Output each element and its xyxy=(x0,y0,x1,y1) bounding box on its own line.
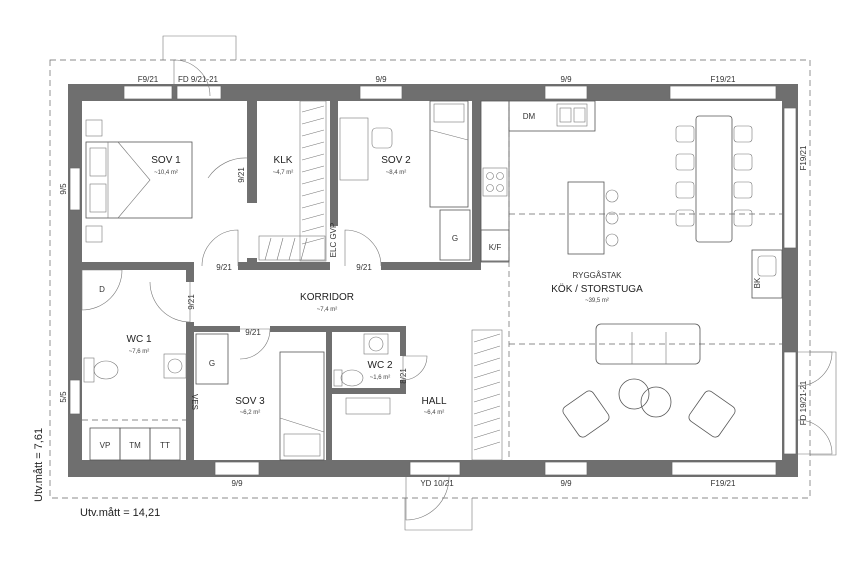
room-name-hall: HALL xyxy=(421,396,446,407)
room-name-wc1: WC 1 xyxy=(127,334,152,345)
roof-ridge-lines xyxy=(508,101,782,460)
window-label-f921: F9/21 xyxy=(138,75,159,84)
room-name-korridor: KORRIDOR xyxy=(300,292,354,303)
sofa xyxy=(595,323,701,365)
fixture-g-sov2: G xyxy=(452,234,458,243)
fixture-bk: BK xyxy=(753,277,762,288)
kitchen-sink xyxy=(556,103,588,127)
wardrobe-klk xyxy=(258,100,327,262)
fixture-ves: VES xyxy=(190,394,199,410)
window-label-99-bottom-b: 9/9 xyxy=(560,479,572,488)
fixture-g-sov3: G xyxy=(209,359,215,368)
fixture-kf: K/F xyxy=(489,243,502,252)
room-area-hall: ~6,4 m² xyxy=(424,410,445,416)
room-area-wc2: ~1,6 m² xyxy=(370,375,391,381)
double-bed-sov1 xyxy=(85,141,193,219)
outer-dimension-frame xyxy=(49,59,811,499)
dining-table xyxy=(675,115,753,243)
fixture-tm: TM xyxy=(129,441,141,450)
exterior-openings xyxy=(69,85,797,476)
door-label-sov1: 9/21 xyxy=(216,263,232,272)
fixture-vp: VP xyxy=(100,441,111,450)
room-area-sov3: ~6,2 m² xyxy=(240,410,261,416)
door-label-wc1: 9/21 xyxy=(187,294,196,310)
elc-label: ELC GVP xyxy=(329,223,338,258)
room-name-sov1: SOV 1 xyxy=(151,155,181,166)
room-name-sov3: SOV 3 xyxy=(235,396,265,407)
dimension-depth: Utv.mått = 7,61 xyxy=(33,428,45,502)
shower-wc1 xyxy=(81,269,123,311)
kitchen-counter xyxy=(480,100,596,262)
room-area-korridor: ~7,4 m² xyxy=(317,307,338,313)
toilet-wc1 xyxy=(83,357,119,383)
door-label-fd1921-right: FD 19/21-21 xyxy=(799,380,808,425)
single-bed-sov2 xyxy=(429,100,469,208)
exterior-walls xyxy=(68,84,798,477)
interior-walls xyxy=(82,101,481,460)
laundry-machines xyxy=(89,427,181,461)
shoe-rack-hall xyxy=(345,397,391,415)
fixture-tt: TT xyxy=(160,441,170,450)
entrance-porch-bottom xyxy=(404,498,473,531)
toilet-wc2 xyxy=(333,369,364,387)
washbasin-wc1 xyxy=(163,353,187,379)
door-label-fd921: FD 9/21-21 xyxy=(178,75,219,84)
room-area-sov1: ~10,4 m² xyxy=(154,170,178,176)
door-label-yd1021: YD 10/21 xyxy=(420,479,454,488)
window-label-f1921-top: F19/21 xyxy=(711,75,736,84)
room-name-kok: KÖK / STORSTUGA xyxy=(551,283,643,295)
window-label-55-left: 5/5 xyxy=(59,391,68,403)
desk-sov2 xyxy=(339,117,393,181)
window-label-f1921-bottom: F19/21 xyxy=(711,479,736,488)
window-label-99-top-b: 9/9 xyxy=(560,75,572,84)
hall-wardrobe xyxy=(471,329,503,461)
nightstand-sov1-bottom xyxy=(85,225,103,243)
room-name-wc2: WC 2 xyxy=(368,360,393,371)
room-area-wc1: ~7,6 m² xyxy=(129,349,150,355)
kitchen-island xyxy=(567,181,619,255)
armchair-left xyxy=(562,390,610,438)
dimension-width: Utv.mått = 14,21 xyxy=(80,507,160,519)
room-area-sov2: ~8,4 m² xyxy=(386,170,407,176)
stove xyxy=(482,167,508,197)
entrance-porch-right xyxy=(810,351,837,456)
coffee-tables xyxy=(618,378,672,418)
door-label-sov2: 9/21 xyxy=(356,263,372,272)
window-label-99-top-a: 9/9 xyxy=(375,75,387,84)
room-name-klk: KLK xyxy=(274,155,293,166)
room-subtitle-kok: RYGGÅSTAK xyxy=(572,271,622,280)
room-area-klk: ~4,7 m² xyxy=(273,170,294,176)
fixture-d: D xyxy=(99,285,105,294)
utility-sink xyxy=(751,249,783,299)
wardrobe-sov3 xyxy=(195,333,229,385)
entrance-porch-top xyxy=(162,35,237,60)
door-swings xyxy=(149,59,833,521)
armchair-right xyxy=(688,390,736,438)
door-label-klk: 9/21 xyxy=(237,167,246,183)
room-name-sov2: SOV 2 xyxy=(381,155,411,166)
washbasin-wc2 xyxy=(363,333,389,355)
window-label-99-bottom-a: 9/9 xyxy=(231,479,243,488)
nightstand-sov1-top xyxy=(85,119,103,137)
door-label-sov3: 9/21 xyxy=(245,328,261,337)
wardrobe-sov2 xyxy=(439,209,471,261)
window-label-95-left: 9/5 xyxy=(59,183,68,195)
room-area-kok: ~39,5 m² xyxy=(585,298,609,304)
window-label-f1921-right: F19/21 xyxy=(799,145,808,170)
fixture-dm: DM xyxy=(523,112,536,121)
single-bed-sov3 xyxy=(279,351,325,461)
door-label-wc2: 8/21 xyxy=(399,368,408,384)
